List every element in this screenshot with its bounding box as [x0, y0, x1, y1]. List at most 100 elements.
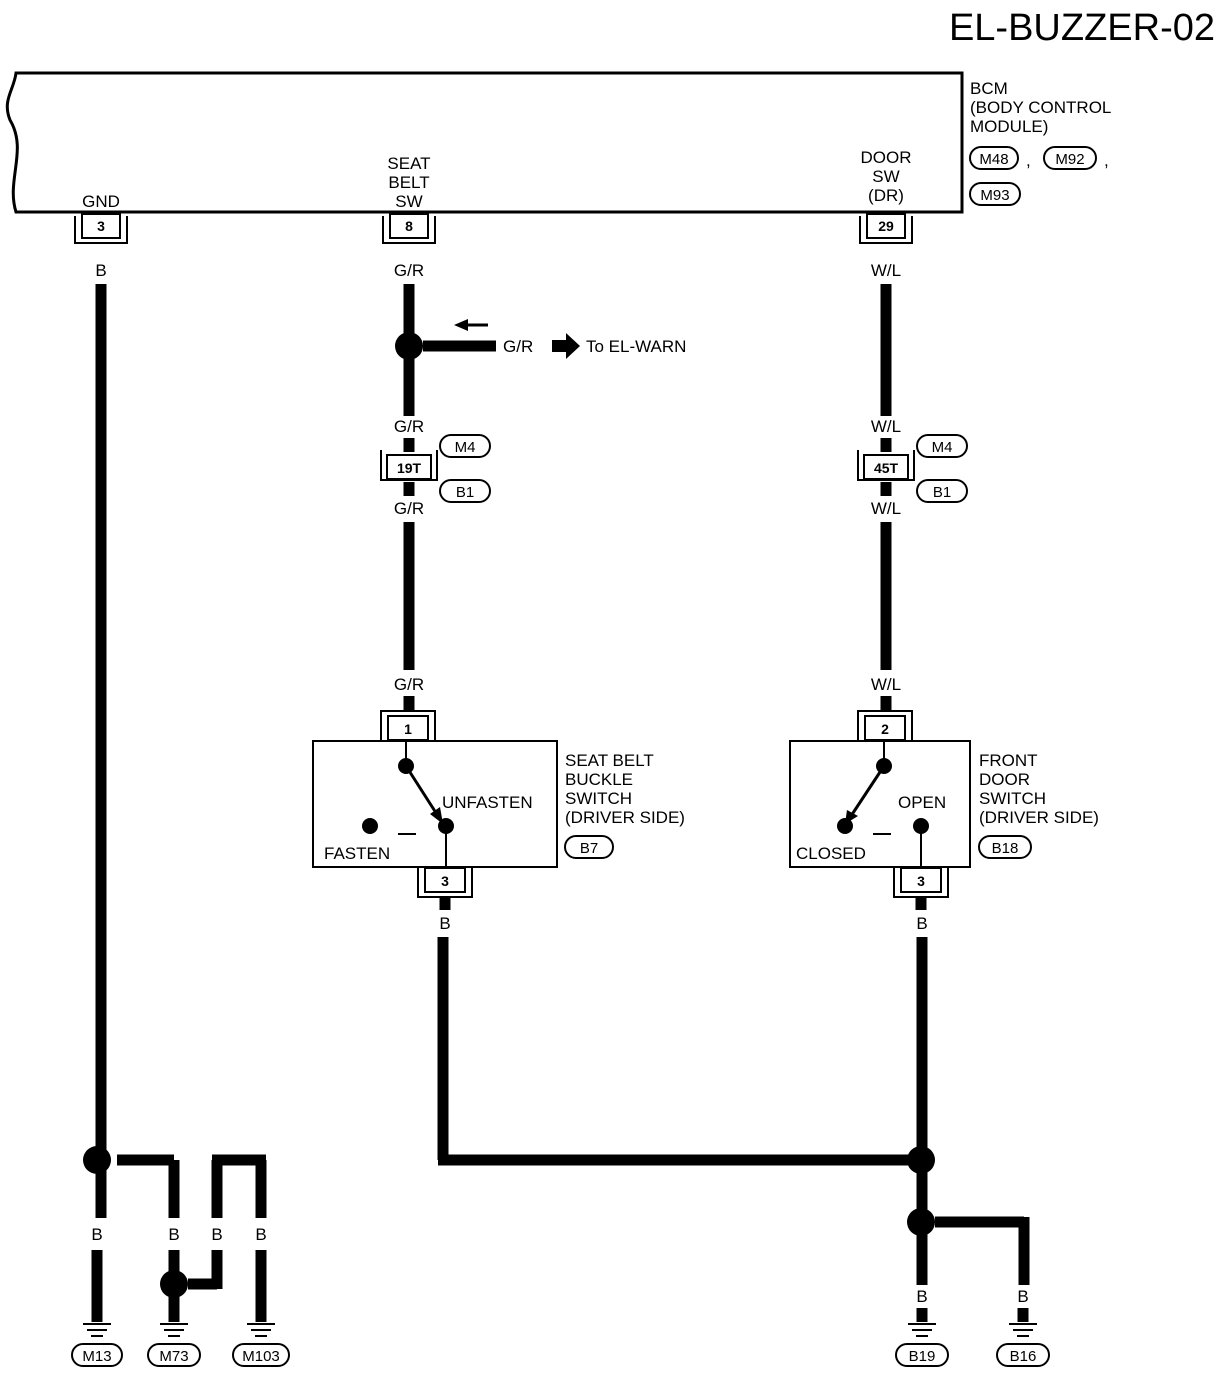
svg-text:BELT: BELT: [388, 173, 429, 192]
ground-symbol-b19: [908, 1323, 936, 1337]
connector-label-m4-seat: M4: [455, 439, 476, 456]
svg-text:SEAT BELT: SEAT BELT: [565, 751, 654, 770]
ground-badge-b19: [895, 1343, 949, 1367]
connector-label-b7: B7: [580, 840, 598, 857]
svg-text:SW: SW: [872, 167, 899, 186]
connector-badge-b7: [564, 835, 614, 859]
connector-label-m93: M93: [980, 187, 1009, 204]
door-state-open: OPEN: [898, 793, 946, 812]
connector-badge-b1-door: [916, 479, 968, 503]
seat-belt-switch-label: SEAT BELT BUCKLE SWITCH (DRIVER SIDE): [565, 751, 685, 827]
door-switch-pin-top: 2: [857, 710, 913, 741]
splice-gnd: [83, 1146, 111, 1174]
connector-badge-m93: [969, 182, 1021, 206]
svg-text:19T: 19T: [397, 460, 422, 476]
svg-text:DOOR: DOOR: [979, 770, 1030, 789]
svg-text:BCM: BCM: [970, 79, 1008, 98]
splice-seat-belt: [395, 332, 423, 360]
wire-color-door-3: W/L: [871, 499, 901, 518]
seat-belt-switch-box: [312, 740, 558, 868]
terminal-label-seat-belt-sw: SEAT BELT SW: [387, 154, 430, 211]
seat-belt-state-fasten: FASTEN: [324, 844, 390, 863]
to-arrow-icon: [552, 333, 580, 359]
terminal-pin-seat-belt-sw: 8: [382, 213, 436, 244]
svg-text:FRONT: FRONT: [979, 751, 1038, 770]
seat-belt-state-unfasten: UNFASTEN: [442, 793, 533, 812]
ground-badge-m13: [71, 1343, 123, 1367]
svg-text:(DRIVER SIDE): (DRIVER SIDE): [979, 808, 1099, 827]
seat-belt-switch-contacts: [362, 741, 454, 867]
svg-text:SWITCH: SWITCH: [565, 789, 632, 808]
svg-text:1: 1: [404, 721, 412, 737]
wire-color-m13: B: [91, 1225, 102, 1244]
svg-text:SWITCH: SWITCH: [979, 789, 1046, 808]
ground-badge-b16: [996, 1343, 1050, 1367]
connector-label-m4-door: M4: [932, 439, 953, 456]
terminal-pin-door-sw: 29: [859, 213, 913, 244]
wire-color-gnd: B: [95, 261, 106, 280]
wire-color-seat-belt-3: G/R: [394, 499, 424, 518]
wire-color-door-2: W/L: [871, 417, 901, 436]
door-switch-pin-bottom: 3: [893, 867, 949, 898]
splice-m73: [160, 1270, 188, 1298]
ground-label-b16: B16: [1010, 1348, 1037, 1365]
splice-b16: [907, 1208, 935, 1236]
svg-text:(DR): (DR): [868, 186, 904, 205]
wire-color-m103: B: [255, 1225, 266, 1244]
splice-ground-bus: [907, 1146, 935, 1174]
svg-text:(DRIVER SIDE): (DRIVER SIDE): [565, 808, 685, 827]
connector-badge-m48: [969, 146, 1019, 170]
seat-belt-switch-pin-top: 1: [380, 710, 436, 741]
ground-label-m73: M73: [159, 1348, 188, 1365]
ground-symbol-m73: [160, 1323, 188, 1337]
terminal-label-gnd: GND: [82, 192, 120, 211]
svg-text:SEAT: SEAT: [387, 154, 430, 173]
ground-badge-m103: [232, 1343, 290, 1367]
bcm-connector-separator: ,: [1026, 151, 1031, 170]
ground-label-m103: M103: [242, 1348, 280, 1365]
bcm-label: BCM (BODY CONTROL MODULE): [970, 79, 1111, 136]
terminal-label-door-sw: DOOR SW (DR): [861, 148, 912, 205]
splice-wire-color: G/R: [503, 337, 533, 356]
connector-badge-m4-seat: [439, 434, 491, 458]
connector-label-m92: M92: [1055, 151, 1084, 168]
ground-label-m13: M13: [82, 1348, 111, 1365]
connector-badge-b18: [978, 835, 1032, 859]
wire-color-door-4: W/L: [871, 675, 901, 694]
splice-destination: To EL-WARN: [586, 337, 686, 356]
flow-arrow-icon: [454, 319, 488, 331]
svg-text:DOOR: DOOR: [861, 148, 912, 167]
svg-text:BUCKLE: BUCKLE: [565, 770, 633, 789]
svg-text:(BODY CONTROL: (BODY CONTROL: [970, 98, 1111, 117]
connector-badge-m92: [1043, 146, 1097, 170]
wire-color-m73-branch: B: [211, 1225, 222, 1244]
terminal-pin-gnd: 3: [74, 213, 128, 244]
door-state-closed: CLOSED: [796, 844, 866, 863]
joint-connector-seat-belt: 19T: [380, 450, 438, 481]
connector-label-b18: B18: [992, 840, 1019, 857]
ground-symbol-b16: [1009, 1323, 1037, 1337]
wire-color-door-1: W/L: [871, 261, 901, 280]
ground-symbol-m13: [83, 1323, 111, 1337]
wire-color-b16: B: [1017, 1287, 1028, 1306]
svg-text:3: 3: [97, 218, 105, 234]
wire-color-seat-belt-1: G/R: [394, 261, 424, 280]
connector-badge-b1-seat: [439, 479, 491, 503]
connector-label-b1-seat: B1: [456, 484, 474, 501]
ground-label-b19: B19: [909, 1348, 936, 1365]
connector-badge-m4-door: [916, 434, 968, 458]
diagram-title: EL-BUZZER-02: [949, 7, 1215, 49]
door-switch-label: FRONT DOOR SWITCH (DRIVER SIDE): [979, 751, 1099, 827]
wire-color-seat-belt-2: G/R: [394, 417, 424, 436]
bcm-box: [5, 71, 964, 214]
svg-text:3: 3: [917, 873, 925, 889]
svg-text:8: 8: [405, 218, 413, 234]
ground-symbol-m103: [247, 1323, 275, 1337]
connector-label-b1-door: B1: [933, 484, 951, 501]
svg-text:SW: SW: [395, 192, 422, 211]
wire-color-b19: B: [916, 1287, 927, 1306]
svg-text:MODULE): MODULE): [970, 117, 1048, 136]
joint-connector-door: 45T: [857, 450, 915, 481]
svg-text:3: 3: [441, 873, 449, 889]
